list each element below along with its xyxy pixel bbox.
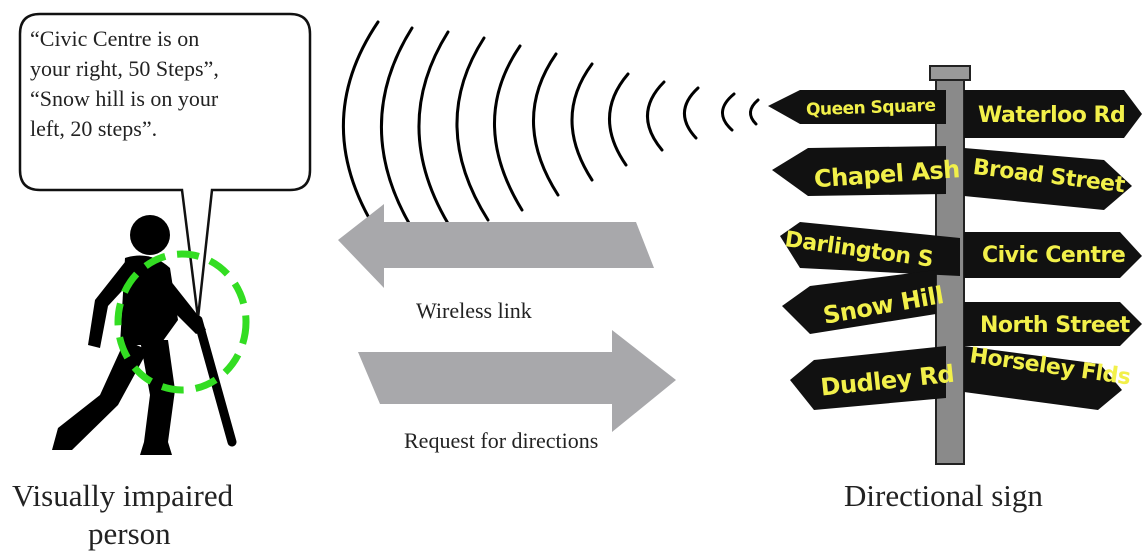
wireless-link-label: Wireless link [416, 298, 532, 323]
bubble-line: “Civic Centre is on [30, 26, 200, 51]
sign-north-street: North Street [980, 313, 1131, 338]
bubble-line: left, 20 steps”. [30, 116, 158, 141]
wireless-link-arrow [338, 204, 654, 288]
signpost-icon [768, 65, 1142, 465]
wireless-wave-icon [342, 20, 760, 247]
bubble-line: “Snow hill is on your [30, 86, 219, 111]
pedestrian-with-cane-icon [52, 215, 250, 455]
sign-civic-centre: Civic Centre [982, 243, 1125, 268]
sign-queen-square: Queen Square [806, 96, 936, 121]
sign-waterloo-rd: Waterloo Rd [978, 103, 1125, 128]
person-label-line1: Visually impaired [12, 478, 234, 513]
request-arrow [358, 330, 676, 432]
speech-bubble [18, 12, 312, 319]
request-label: Request for directions [404, 428, 599, 453]
speech-bubble-text: “Civic Centre is on your right, 50 Steps… [30, 24, 290, 144]
person-label-line2: person [88, 516, 171, 551]
sign-label: Directional sign [844, 478, 1043, 513]
bubble-line: your right, 50 Steps”, [30, 56, 219, 81]
